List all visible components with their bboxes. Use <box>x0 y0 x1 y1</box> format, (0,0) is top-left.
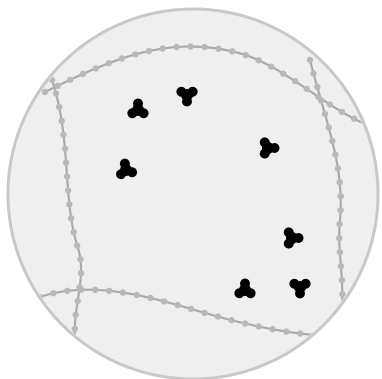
boundary-dot <box>80 71 86 77</box>
boundary-dot <box>336 221 342 227</box>
boundary-dot <box>351 116 357 122</box>
boundary-dot <box>338 193 344 199</box>
boundary-dot <box>72 340 78 346</box>
boundary-dot <box>93 65 99 71</box>
boundary-dot <box>268 63 274 69</box>
boundary-dot <box>62 145 68 151</box>
boundary-dot <box>283 328 289 334</box>
boundary-dot <box>339 291 345 297</box>
boundary-dot <box>339 109 345 115</box>
boundary-dot <box>335 165 341 171</box>
boundary-dot <box>187 43 193 49</box>
boundary-dot <box>280 70 286 76</box>
boundary-dot <box>64 288 70 294</box>
boundary-dot <box>72 326 78 332</box>
boundary-dot <box>73 312 79 318</box>
boundary-dot <box>106 60 112 66</box>
boundary-dot <box>242 320 248 326</box>
boundary-dot <box>160 45 166 51</box>
boundary-dot <box>243 52 249 58</box>
boundary-dot <box>77 256 83 262</box>
boundary-dot <box>337 207 343 213</box>
boundary-dot <box>106 288 112 294</box>
boundary-dot <box>147 295 153 301</box>
boundary-dot <box>173 44 179 50</box>
boundary-dot <box>64 173 70 179</box>
boundary-dot <box>336 333 342 339</box>
boundary-dot <box>338 319 344 325</box>
boundary-dot <box>146 48 152 54</box>
boundary-dot <box>322 111 328 117</box>
boundary-dot <box>68 215 74 221</box>
boundary-dot <box>269 326 275 332</box>
boundary-dot <box>78 287 84 293</box>
boundary-dot <box>256 323 262 329</box>
boundary-dot <box>54 83 60 89</box>
boundary-dot <box>71 229 77 235</box>
boundary-dot <box>307 57 313 63</box>
boundary-dot <box>228 317 234 323</box>
boundary-dot <box>119 55 125 61</box>
boundary-dot <box>67 77 73 83</box>
boundary-dot <box>63 159 69 165</box>
boundary-dot <box>314 84 320 90</box>
boundary-dot <box>134 292 140 298</box>
boundary-dot <box>42 89 48 95</box>
boundary-dot <box>297 330 303 336</box>
boundary-dot <box>161 298 167 304</box>
boundary-dot <box>201 310 207 316</box>
boundary-dot <box>65 187 71 193</box>
circular-field <box>8 9 378 379</box>
boundary-dot <box>74 242 80 248</box>
boundary-dot <box>337 249 343 255</box>
boundary-dot <box>59 118 65 124</box>
boundary-dot <box>215 46 221 52</box>
boundary-dot <box>304 86 310 92</box>
boundary-dot <box>339 277 345 283</box>
boundary-dot <box>256 57 262 63</box>
boundary-dot <box>201 44 207 50</box>
boundary-dot <box>338 263 344 269</box>
boundary-dot <box>174 302 180 308</box>
boundary-dot <box>318 97 324 103</box>
boundary-dot <box>327 101 333 107</box>
boundary-dot <box>336 235 342 241</box>
boundary-dot <box>325 333 331 339</box>
boundary-dot <box>53 90 59 96</box>
boundary-dot <box>92 287 98 293</box>
boundary-dot <box>120 289 126 295</box>
boundary-dot <box>333 346 339 352</box>
boundary-dot <box>75 298 81 304</box>
boundary-dot <box>78 270 84 276</box>
boundary-dot <box>329 138 335 144</box>
boundary-dot <box>60 132 66 138</box>
boundary-dot <box>229 48 235 54</box>
boundary-dot <box>310 70 316 76</box>
boundary-dot <box>292 78 298 84</box>
boundary-dot <box>50 290 56 296</box>
boundary-dot <box>332 151 338 157</box>
boundary-dot <box>215 313 221 319</box>
boundary-dot <box>66 201 72 207</box>
boundary-dot <box>337 179 343 185</box>
boundary-dot <box>56 104 62 110</box>
boundary-dot <box>132 51 138 57</box>
boundary-dot <box>326 124 332 130</box>
boundary-dot <box>188 306 194 312</box>
